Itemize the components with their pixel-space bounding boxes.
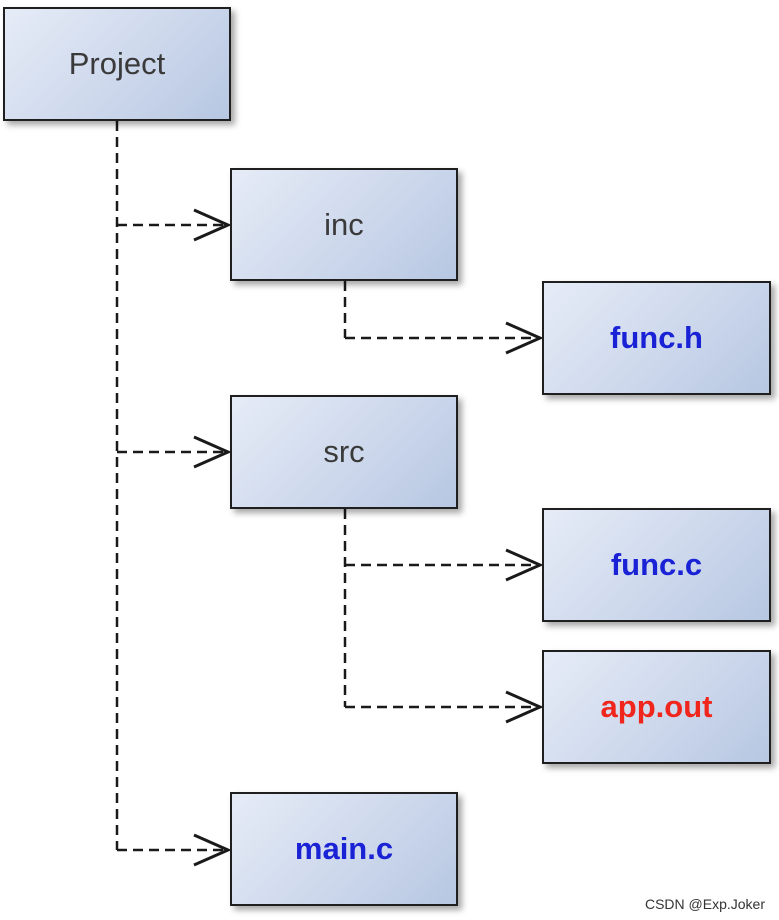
node-app-out: app.out bbox=[542, 650, 771, 764]
node-func-h-label: func.h bbox=[610, 320, 703, 355]
arrowhead-main-c bbox=[193, 833, 232, 867]
arrowhead-func-h bbox=[505, 321, 544, 355]
node-src-label: src bbox=[323, 434, 365, 469]
node-main-c: main.c bbox=[230, 792, 458, 906]
watermark-text: CSDN @Exp.Joker bbox=[644, 896, 765, 912]
node-inc-label: inc bbox=[324, 206, 364, 242]
arrowhead-inc bbox=[193, 208, 232, 242]
node-src: src bbox=[230, 395, 458, 509]
node-app-out-label: app.out bbox=[600, 689, 713, 724]
node-func-c-label: func.c bbox=[610, 547, 703, 582]
arrowhead-app-out bbox=[505, 690, 544, 724]
node-main-c-label: main.c bbox=[294, 831, 394, 866]
node-project-label: Project bbox=[68, 46, 166, 81]
node-func-c: func.c bbox=[542, 508, 771, 622]
node-project: Project bbox=[3, 7, 231, 121]
arrowhead-func-c bbox=[505, 548, 544, 582]
arrowhead-src bbox=[193, 435, 232, 469]
node-inc: inc bbox=[230, 168, 458, 281]
node-func-h: func.h bbox=[542, 281, 771, 395]
